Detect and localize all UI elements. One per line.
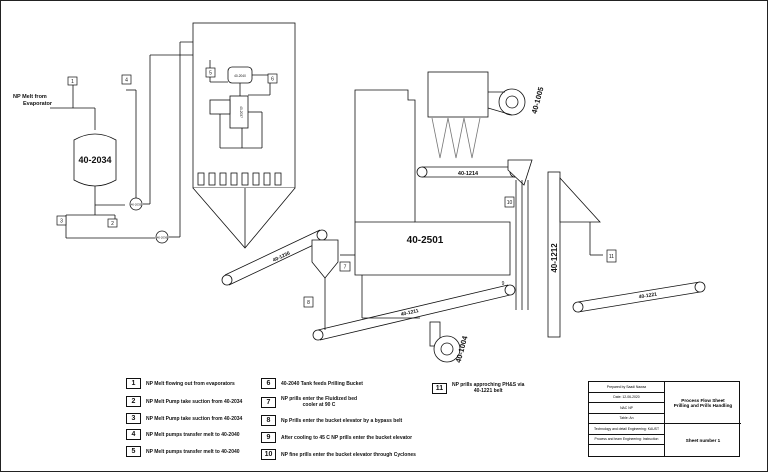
title-block-info: Prepared by Saadi Nawaz Date: 12-06-2020… — [589, 382, 665, 456]
prill-nozzles — [197, 172, 282, 186]
dept: NAC NP — [589, 403, 664, 414]
sheet-title-2: Prilling and Prills Handling — [673, 402, 733, 408]
marker-9: 9 — [502, 281, 505, 287]
sheet-title-1: Process Flow Sheet — [681, 397, 725, 403]
fan-40-1004 — [429, 321, 461, 363]
belt-right-label: 40-1221 — [638, 292, 657, 301]
marker-3: 3 — [60, 219, 63, 225]
belt-40-1211 — [312, 284, 516, 341]
belt-40-1221 — [572, 281, 706, 313]
marker-6: 6 — [271, 77, 274, 83]
marker-5: 5 — [209, 71, 212, 77]
marker-10: 10 — [507, 200, 513, 206]
pump-40-2036 — [155, 230, 169, 244]
melt-pump-label: 40-2037 — [239, 106, 243, 118]
vessel-label: 40-2040 — [234, 74, 246, 78]
belt-bottom-label: 40-1211 — [400, 308, 419, 318]
institute: Technology and detail Engineering: KAUST — [589, 424, 664, 435]
marker-2: 2 — [111, 221, 114, 227]
pump-a-label: 40-2035 — [131, 203, 142, 207]
title-block-title: Process Flow Sheet Prilling and Prills H… — [665, 382, 741, 456]
marker-4: 4 — [125, 78, 128, 84]
fan-top-label: 40-1005 — [530, 86, 546, 115]
marker-1: 1 — [71, 79, 74, 85]
blank-row — [589, 445, 664, 456]
sheet-number: Sheet number 1 — [685, 437, 721, 443]
elevator-chute — [559, 176, 601, 223]
tank-label: 40-2034 — [78, 155, 111, 165]
belt-left-label: 40-1236 — [272, 250, 291, 263]
process: Process and team Engineering: Instructio… — [589, 435, 664, 445]
marker-11: 11 — [609, 254, 614, 260]
date: Date: 12-06-2020 — [589, 393, 664, 403]
marker-8: 8 — [307, 300, 310, 306]
source-label-2: Evaporator — [23, 101, 53, 107]
pump-40-2037 — [229, 95, 249, 129]
cooler-label: 40-2501 — [407, 235, 444, 246]
cyclone — [311, 239, 339, 279]
prepared-by: Prepared by Saadi Nawaz — [589, 382, 664, 393]
belt-40-1236 — [221, 229, 328, 286]
dust-bags — [431, 117, 481, 159]
prilling-tower-cone — [192, 187, 296, 249]
bucket-elevator-40-1212 — [515, 171, 561, 338]
elevator-label: 40-1212 — [550, 243, 559, 273]
title-block: Prepared by Saadi Nawaz Date: 12-06-2020… — [588, 381, 741, 457]
source-label-1: NP Melt from — [13, 94, 47, 100]
pump-b-label: 40-2036 — [157, 236, 168, 240]
fan-bottom-label: 40-1004 — [454, 334, 470, 364]
marker-7: 7 — [344, 265, 347, 271]
belt-top-label: 40-1214 — [458, 171, 479, 177]
fan-40-1005 — [427, 71, 526, 118]
tank-40-2034 — [73, 133, 117, 187]
fluidized-bed-cooler — [354, 89, 511, 276]
scale: Table: An — [589, 414, 664, 424]
